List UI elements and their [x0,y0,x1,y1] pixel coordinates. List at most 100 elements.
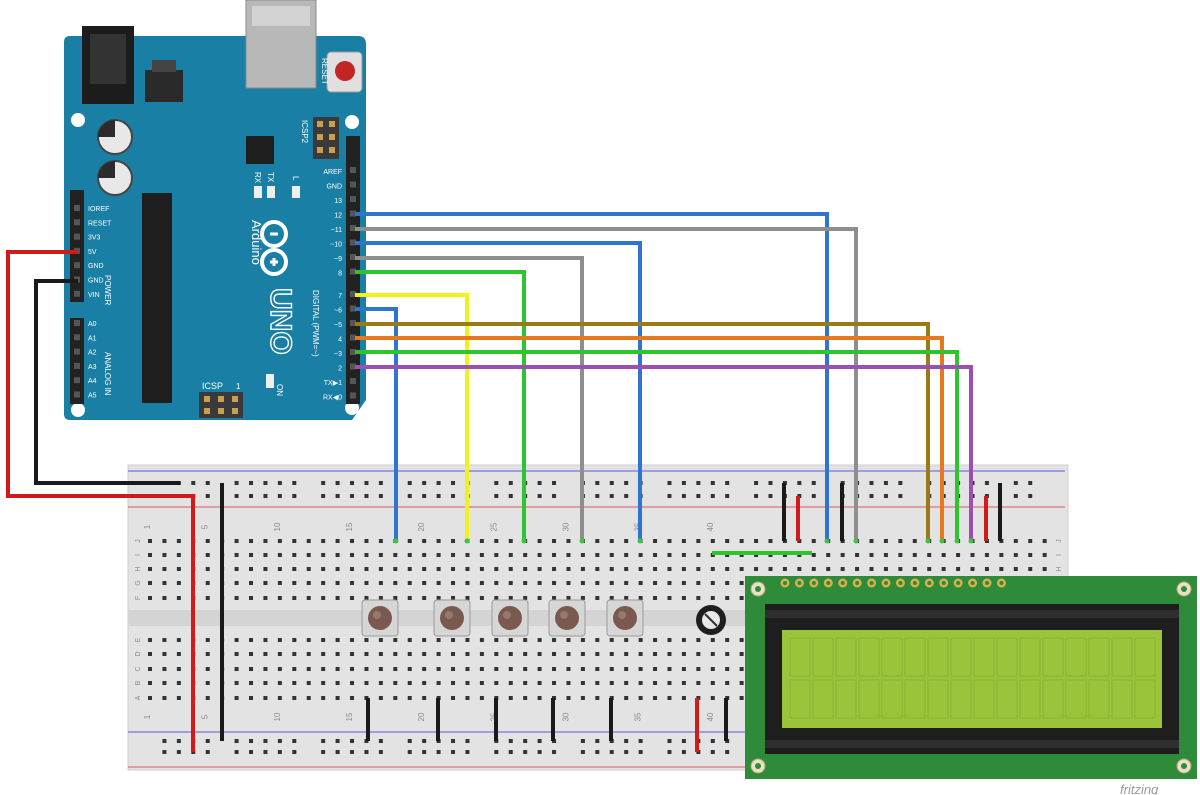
breadboard-hole [350,539,355,543]
wire-pin2-purple [355,365,973,541]
breadboard-hole [234,596,239,600]
breadboard-hole [292,567,297,571]
breadboard-hole [234,652,239,656]
breadboard-hole [277,539,282,543]
breadboard-hole [956,567,961,571]
breadboard-hole [638,581,643,585]
breadboard-hole [249,652,254,656]
breadboard-hole [508,553,513,557]
breadboard-hole [552,652,557,656]
breadboard-hole [162,750,167,754]
fritzing-watermark: fritzing [1120,782,1159,795]
breadboard-hole [148,681,152,685]
breadboard-hole [494,494,499,498]
breadboard-hole [494,652,499,656]
breadboard-hole [263,667,268,671]
breadboard-hole [148,652,152,656]
breadboard-hole [797,481,802,485]
breadboard-hole [696,581,701,585]
breadboard-hole [537,750,542,754]
breadboard-hole [263,681,268,685]
breadboard-hole [479,652,484,656]
breadboard-hole [321,539,326,543]
breadboard-hole [176,750,181,754]
breadboard-row-letters: JJIIHHGGFFEDCBA [135,539,1063,700]
breadboard-hole [234,638,239,642]
breadboard-hole [580,667,585,671]
push-button[interactable] [491,599,529,637]
breadboard-hole [653,567,658,571]
breadboard-hole [883,553,888,557]
breadboard-hole [797,567,802,571]
breadboard-hole [479,539,484,543]
breadboard-hole [768,494,773,498]
breadboard-hole [609,750,614,754]
breadboard-hole [912,539,917,543]
lcd-char-cell [835,679,857,719]
breadboard-hole [162,638,167,642]
potentiometer[interactable] [696,605,726,635]
breadboard-hole [883,481,888,485]
push-button[interactable] [361,599,399,637]
breadboard-hole [1028,481,1033,485]
breadboard-hole [451,750,456,754]
breadboard-hole [811,481,816,485]
push-button[interactable] [606,599,644,637]
breadboard-hole [710,481,715,485]
breadboard-hole [205,696,210,700]
breadboard-hole [364,750,369,754]
breadboard-hole [638,652,643,656]
header-pin [350,392,356,399]
breadboard-hole [335,581,340,585]
breadboard-hole [350,750,355,754]
push-button[interactable] [433,599,471,637]
breadboard-hole [869,553,874,557]
breadboard-hole [696,553,701,557]
breadboard-hole [710,681,715,685]
breadboard-hole [725,638,730,642]
breadboard-hole [451,667,456,671]
breadboard-hole [205,638,210,642]
breadboard-hole [306,681,311,685]
breadboard-hole [566,553,571,557]
wire-pin11-gray [355,227,858,541]
breadboard-hole [234,750,239,754]
wire-pin4-orange [355,336,944,541]
breadboard-hole [523,553,528,557]
breadboard-hole [1013,494,1018,498]
breadboard-hole [234,581,239,585]
breadboard-hole [176,596,181,600]
digital-pin-label: 7 [338,293,342,300]
power-pin-label: GND [88,278,104,285]
analog-pin-label: A3 [88,364,97,371]
breadboard-hole [148,596,152,600]
power-pin-label: GND [88,263,104,270]
column-number-bottom: 35 [634,712,643,721]
icsp-pin1-label: 1 [236,382,241,391]
push-button[interactable] [548,599,586,637]
breadboard-hole [465,739,470,743]
row-letter: E [135,637,142,642]
lcd-char-cell [812,679,834,719]
column-number-top: 20 [417,522,426,531]
breadboard-hole [249,681,254,685]
breadboard-hole [609,539,614,543]
breadboard-hole [681,494,686,498]
breadboard-hole [436,539,441,543]
breadboard-hole [436,494,441,498]
breadboard-hole [205,652,210,656]
breadboard-hole [941,553,946,557]
header-pin [74,391,80,398]
lcd-char-cell [1065,679,1087,719]
breadboard-hole [378,567,383,571]
header-pin [350,378,356,384]
breadboard-hole [710,494,715,498]
breadboard-hole [609,481,614,485]
analog-pin-label: A2 [88,350,97,357]
breadboard-hole [638,667,643,671]
breadboard-hole [1028,539,1033,543]
breadboard-hole [898,539,903,543]
breadboard-hole [407,696,412,700]
breadboard-hole [364,553,369,557]
